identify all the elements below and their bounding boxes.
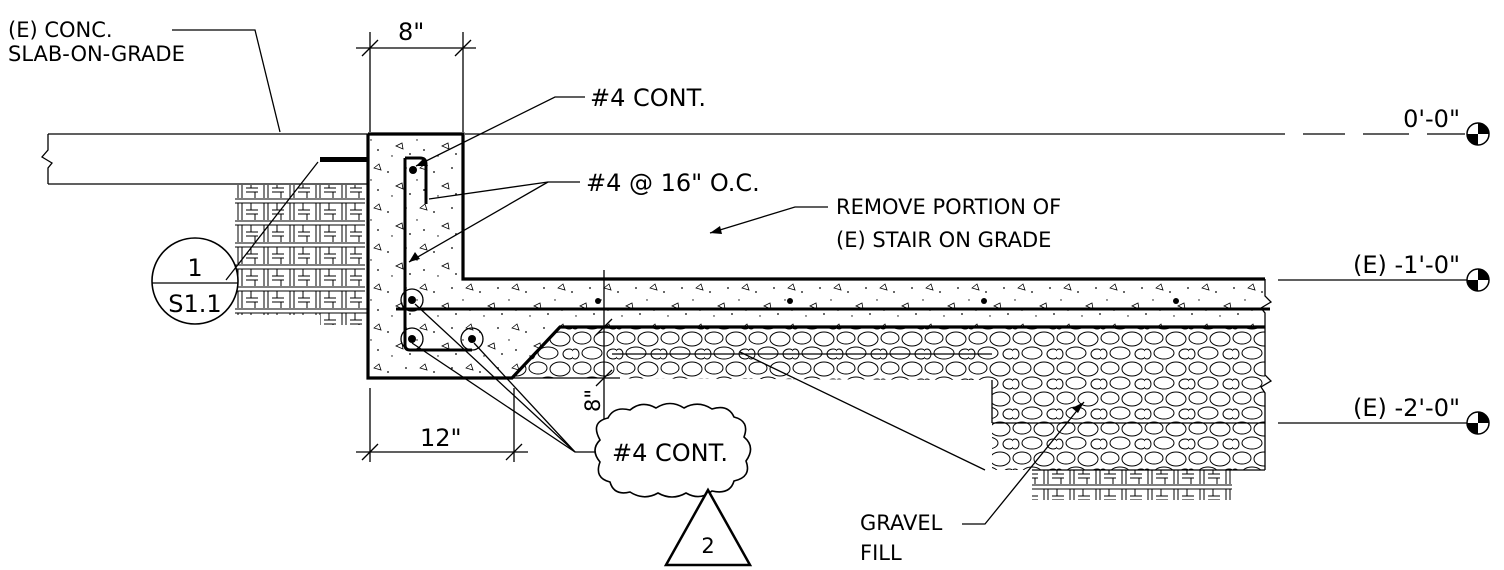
footing-top-outline — [368, 132, 1265, 281]
leader-remove — [709, 206, 828, 234]
leaders-rebar-bottom — [411, 303, 595, 453]
earth-hatch-bottom — [1032, 470, 1232, 500]
label-existing-slab-2: SLAB-ON-GRADE — [8, 42, 185, 66]
label-elevation-1: (E) -1'-0" — [1353, 251, 1460, 279]
label-remove-1: REMOVE PORTION OF — [836, 195, 1061, 219]
dimension-12-bottom — [356, 388, 528, 462]
leader-detail-bubble — [225, 161, 319, 281]
label-elevation-2: (E) -2'-0" — [1353, 394, 1460, 422]
label-revision-number: 2 — [701, 534, 714, 558]
earth-hatch-left-low — [320, 300, 368, 325]
elevation-marker-1 — [1466, 268, 1490, 292]
label-dim-bottom: 12" — [420, 424, 462, 452]
revision-cloud — [594, 402, 752, 498]
label-gravel-2: FILL — [860, 541, 902, 565]
label-remove-2: (E) STAIR ON GRADE — [836, 228, 1051, 252]
label-dim-top: 8" — [398, 18, 424, 46]
label-rebar-spacing: #4 @ 16" O.C. — [586, 169, 760, 197]
break-line-2 — [1260, 327, 1273, 470]
label-gravel-1: GRAVEL — [860, 511, 943, 535]
detail-bubble — [151, 237, 239, 325]
rebar-dot — [408, 296, 416, 304]
leader-rebar-spacing-2 — [408, 181, 549, 263]
earth-hatch-left — [235, 185, 365, 315]
gravel-fill — [512, 327, 1265, 470]
label-elevation-0: 0'-0" — [1403, 105, 1460, 133]
dimension-8-top — [356, 32, 476, 132]
label-dim-vertical: 8" — [581, 389, 605, 412]
rebar-dot — [408, 335, 416, 343]
revision-triangle — [663, 487, 753, 567]
leader-rebar-top — [415, 96, 585, 167]
existing-slab — [41, 133, 368, 185]
elevation-marker-0 — [1466, 122, 1490, 146]
leader-existing-slab — [172, 29, 281, 133]
label-detail-sheet: S1.1 — [168, 290, 221, 318]
dimension-8-vertical — [512, 270, 620, 420]
break-line-1 — [1260, 279, 1273, 327]
leader-gravel — [962, 401, 1085, 525]
concrete-fill — [368, 134, 1265, 378]
label-rebar-bottom: #4 CONT. — [612, 439, 728, 467]
elevation-marker-2 — [1466, 411, 1490, 435]
label-rebar-top: #4 CONT. — [590, 84, 706, 112]
rebar-dot — [409, 166, 417, 174]
label-detail-number: 1 — [187, 254, 202, 282]
label-existing-slab-1: (E) CONC. — [8, 18, 113, 42]
leader-gravel-top — [739, 351, 986, 471]
rebar-dot — [468, 335, 476, 343]
dowel-bar — [320, 157, 368, 162]
